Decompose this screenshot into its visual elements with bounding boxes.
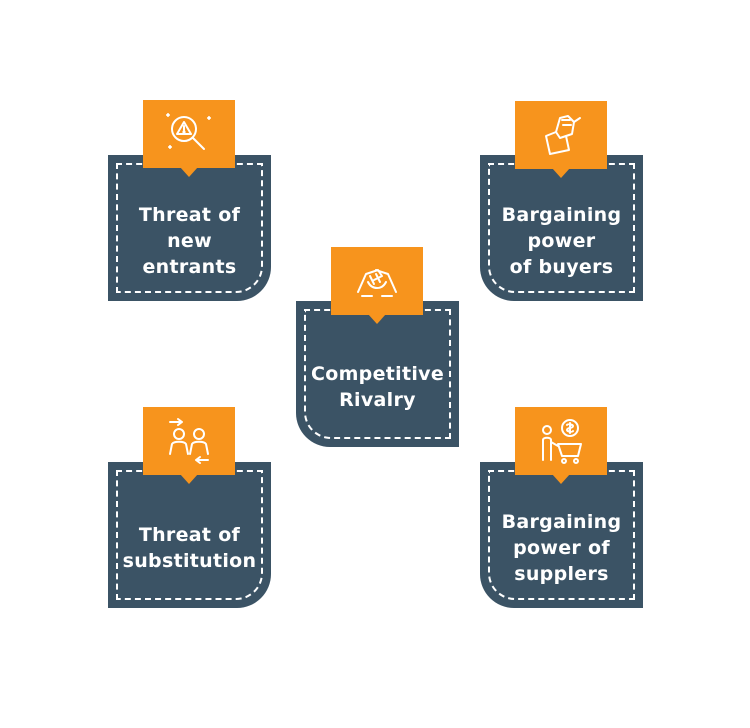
- force-card-substitution: Threat of substitution: [108, 462, 271, 608]
- supplier-cart-icon: [542, 419, 582, 464]
- handshake-icon: [357, 269, 397, 297]
- force-label: Threat of new entrants: [138, 204, 241, 278]
- people-exchange-icon: [169, 418, 209, 464]
- icon-tab: [515, 101, 607, 178]
- force-card-suppliers: Bargaining power of supplers: [480, 462, 643, 608]
- force-card-buyers: Bargaining power of buyers: [480, 155, 643, 301]
- hand-money-icon: [545, 115, 581, 155]
- force-label: Competitive Rivalry: [310, 363, 445, 411]
- force-card-new-entrants: Threat of new entrants: [108, 155, 271, 301]
- force-label: Bargaining power of supplers: [501, 511, 622, 585]
- force-label: Threat of substitution: [122, 524, 257, 572]
- icon-tab: [143, 100, 235, 177]
- force-card-rivalry: Competitive Rivalry: [296, 301, 459, 447]
- magnifier-warning-icon: [166, 113, 211, 150]
- icon-tab: [515, 407, 607, 484]
- icon-tab: [143, 407, 235, 484]
- icon-tab: [331, 247, 423, 324]
- force-label: Bargaining power of buyers: [501, 204, 622, 278]
